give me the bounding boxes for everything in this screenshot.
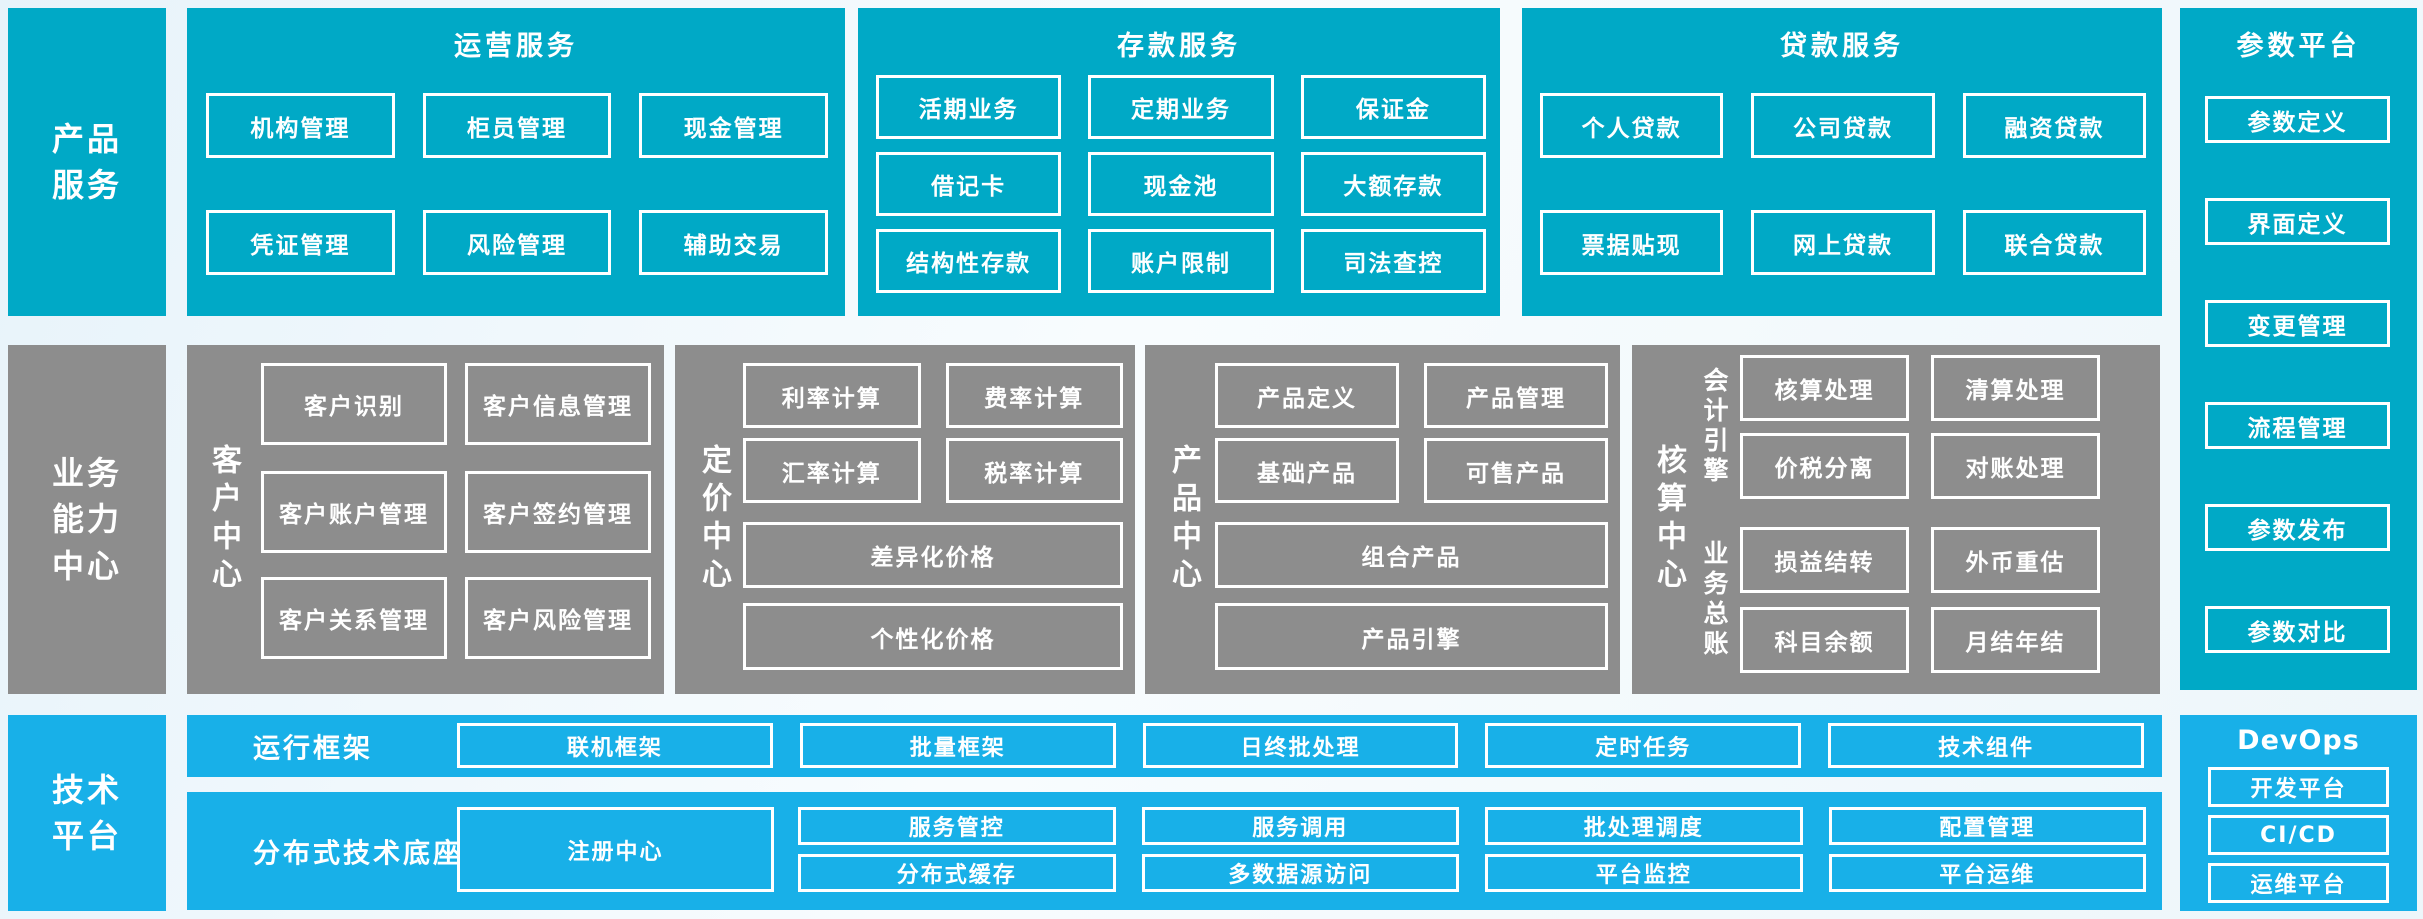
diagram-box: 费率计算 — [945, 363, 1123, 428]
diagram-box: 司法查控 — [1300, 229, 1486, 293]
diagram-box: 客户账户管理 — [261, 471, 447, 553]
diagram-box: 汇率计算 — [743, 438, 921, 503]
rail-business-capability: 业务 能力 中心 — [8, 345, 166, 694]
panel-accounting-center: 核算中心 会计引擎 业务总账 核算处理 清算处理 价税分离 对账处理 损益结转 … — [1632, 345, 2160, 694]
diagram-box: 组合产品 — [1215, 522, 1608, 588]
panel-devops: DevOps 开发平台 CI/CD 运维平台 — [2180, 715, 2417, 911]
panel-title: 运营服务 — [454, 31, 578, 62]
diagram-box: 月结年结 — [1931, 607, 2100, 673]
diagram-box: 客户签约管理 — [465, 471, 651, 553]
diagram-box: 多数据源访问 — [1141, 854, 1459, 892]
diagram-box: 产品引擎 — [1215, 603, 1608, 670]
rail-product-services: 产品 服务 — [8, 8, 166, 316]
diagram-box: 个人贷款 — [1540, 93, 1724, 158]
diagram-box: 参数对比 — [2205, 606, 2390, 653]
diagram-box: 日终批处理 — [1142, 723, 1459, 768]
diagram-box: 批处理调度 — [1485, 807, 1803, 845]
diagram-box: 大额存款 — [1300, 152, 1486, 216]
panel-product-center: 产品中心 产品定义 产品管理 基础产品 可售产品 组合产品 产品引擎 — [1145, 345, 1620, 694]
diagram-box: 结构性存款 — [876, 229, 1062, 293]
diagram-box: 对账处理 — [1931, 433, 2100, 499]
panel-customer-center: 客户中心 客户识别 客户信息管理 客户账户管理 客户签约管理 客户关系管理 客户… — [187, 345, 664, 694]
diagram-box: 清算处理 — [1931, 355, 2100, 421]
diagram-box: 网上贷款 — [1751, 210, 1935, 275]
diagram-box: 差异化价格 — [743, 522, 1123, 588]
diagram-box: 产品定义 — [1215, 363, 1399, 428]
panel-title: 贷款服务 — [1780, 31, 1904, 62]
diagram-box: 参数发布 — [2205, 504, 2390, 551]
diagram-box: 客户识别 — [261, 363, 447, 445]
diagram-box: 税率计算 — [945, 438, 1123, 503]
diagram-box: 机构管理 — [206, 93, 395, 158]
diagram-box: 损益结转 — [1740, 527, 1909, 593]
diagram-box: 借记卡 — [876, 152, 1062, 216]
group-label-business-ledger: 业务总账 — [1700, 540, 1729, 660]
diagram-box: 平台监控 — [1485, 854, 1803, 892]
diagram-box: 基础产品 — [1215, 438, 1399, 503]
diagram-box: 凭证管理 — [206, 210, 395, 275]
panel-pricing-center: 定价中心 利率计算 费率计算 汇率计算 税率计算 差异化价格 个性化价格 — [675, 345, 1135, 694]
diagram-box: 服务管控 — [798, 807, 1116, 845]
diagram-box: 个性化价格 — [743, 603, 1123, 670]
diagram-box: 活期业务 — [876, 75, 1062, 139]
diagram-box: 核算处理 — [1740, 355, 1909, 421]
panel-title: DevOps — [2237, 725, 2360, 756]
bar-distributed-base: 分布式技术底座 注册中心 服务管控 服务调用 批处理调度 配置管理 分布式缓存 … — [187, 792, 2162, 910]
diagram-box: 定期业务 — [1088, 75, 1274, 139]
panel-vertical-label: 核算中心 — [1651, 443, 1686, 596]
bar-label: 运行框架 — [253, 733, 373, 765]
diagram-box: 辅助交易 — [639, 210, 829, 275]
diagram-box: 价税分离 — [1740, 433, 1909, 499]
diagram-box: 公司贷款 — [1751, 93, 1935, 158]
diagram-box: 保证金 — [1300, 75, 1486, 139]
diagram-box: 平台运维 — [1828, 854, 2146, 892]
diagram-box: 外币重估 — [1931, 527, 2100, 593]
panel-vertical-label: 定价中心 — [696, 443, 731, 596]
diagram-box: 开发平台 — [2208, 767, 2389, 807]
panel-vertical-label: 产品中心 — [1166, 443, 1201, 596]
diagram-box: 服务调用 — [1141, 807, 1459, 845]
diagram-box: CI/CD — [2208, 815, 2389, 855]
diagram-box: 参数定义 — [2205, 96, 2390, 143]
diagram-box: 融资贷款 — [1962, 93, 2146, 158]
panel-loan-services: 贷款服务 个人贷款 公司贷款 融资贷款 票据贴现 网上贷款 联合贷款 — [1522, 8, 2162, 316]
diagram-box: 流程管理 — [2205, 402, 2390, 449]
diagram-box: 联合贷款 — [1962, 210, 2146, 275]
diagram-box: 注册中心 — [457, 807, 774, 892]
diagram-box: 技术组件 — [1828, 723, 2144, 768]
diagram-box: 柜员管理 — [422, 93, 612, 158]
panel-vertical-label: 客户中心 — [206, 443, 241, 596]
panel-operation-services: 运营服务 机构管理 柜员管理 现金管理 凭证管理 风险管理 辅助交易 — [187, 8, 845, 316]
diagram-box: 利率计算 — [743, 363, 921, 428]
diagram-box: 客户关系管理 — [261, 577, 447, 659]
diagram-box: 配置管理 — [1828, 807, 2146, 845]
diagram-box: 科目余额 — [1740, 607, 1909, 673]
panel-deposit-services: 存款服务 活期业务 定期业务 保证金 借记卡 现金池 大额存款 结构性存款 账户… — [858, 8, 1500, 316]
diagram-box: 账户限制 — [1088, 229, 1274, 293]
rail-tech-platform: 技术 平台 — [8, 715, 166, 911]
panel-title: 存款服务 — [1117, 31, 1241, 62]
diagram-box: 变更管理 — [2205, 300, 2390, 347]
diagram-box: 客户信息管理 — [465, 363, 651, 445]
panel-parameter-platform: 参数平台 参数定义 界面定义 变更管理 流程管理 参数发布 参数对比 — [2180, 8, 2417, 690]
diagram-box: 界面定义 — [2205, 198, 2390, 245]
diagram-box: 票据贴现 — [1540, 210, 1724, 275]
diagram-box: 批量框架 — [799, 723, 1116, 768]
diagram-box: 产品管理 — [1424, 363, 1608, 428]
diagram-box: 运维平台 — [2208, 863, 2389, 903]
bar-runtime-framework: 运行框架 联机框架 批量框架 日终批处理 定时任务 技术组件 — [187, 715, 2162, 777]
diagram-box: 风险管理 — [422, 210, 612, 275]
diagram-box: 现金管理 — [639, 93, 829, 158]
diagram-box: 现金池 — [1088, 152, 1274, 216]
diagram-box: 可售产品 — [1424, 438, 1608, 503]
panel-title: 参数平台 — [2236, 31, 2361, 62]
diagram-box: 分布式缓存 — [798, 854, 1116, 892]
diagram-box: 定时任务 — [1485, 723, 1802, 768]
bar-label: 分布式技术底座 — [253, 838, 463, 870]
group-label-accounting-engine: 会计引擎 — [1700, 367, 1729, 487]
diagram-box: 联机框架 — [457, 723, 773, 768]
diagram-box: 客户风险管理 — [465, 577, 651, 659]
